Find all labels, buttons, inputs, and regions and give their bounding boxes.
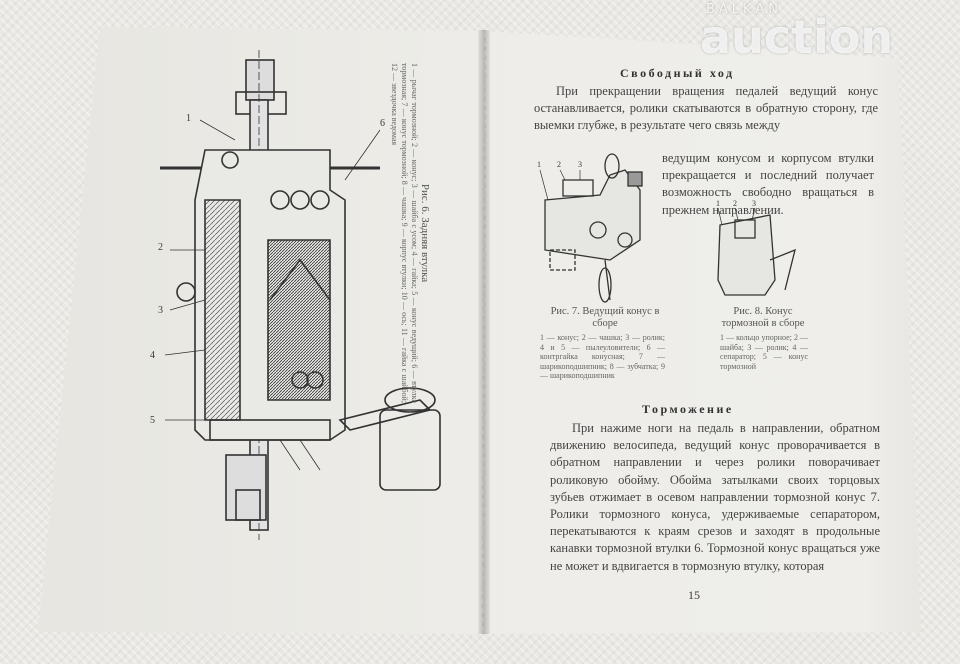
fig8-legend: 1 — кольцо упорное; 2 — шайба; 3 — ролик… — [720, 333, 808, 371]
watermark-logo: BALKAN auction — [700, 2, 894, 64]
watermark-main: auction — [700, 10, 894, 64]
section-title-free-wheel: Свободный ход — [620, 66, 735, 80]
fig6-label: 4 — [150, 350, 155, 361]
fig8-label: 2 — [733, 199, 737, 208]
fig8-label: 3 — [752, 199, 756, 208]
watermark-top: BALKAN — [706, 2, 782, 17]
page-number: 15 — [688, 588, 700, 602]
paragraph: При прекращении вращения педалей ведущий… — [534, 84, 878, 133]
fig8-label: 1 — [716, 199, 720, 208]
fig7-label: 1 — [537, 160, 541, 169]
fig6-label: 3 — [158, 305, 163, 316]
fig7-legend: 1 — конус; 2 — чашка; 3 — ролик; 4 и 5 —… — [540, 333, 665, 380]
fig7-caption: Рис. 7. Ведущий конус в сборе — [550, 306, 660, 329]
paragraph: ведущим конусом и корпусом втулки прекра… — [662, 151, 874, 217]
fig6-label: 1 — [186, 113, 191, 124]
fig6-label: 6 — [380, 118, 385, 129]
fig6-label: 2 — [158, 242, 163, 253]
book-gutter — [478, 30, 490, 634]
fig7-label: 3 — [578, 160, 582, 169]
section-title-braking: Торможение — [642, 402, 734, 416]
fig8-caption: Рис. 8. Конус тормозной в сборе — [721, 306, 805, 329]
fig6-caption: Рис. 6. Задняя втулка — [419, 183, 431, 283]
fig6-caption-block: Рис. 6. Задняя втулка 1 — рычаг тормозно… — [389, 63, 431, 403]
fig6-label: 5 — [150, 415, 155, 426]
paragraph: При нажиме ноги на педаль в направлении,… — [550, 421, 880, 573]
fig6-legend: 1 — рычаг тормозной; 2 — конус; 3 — шайб… — [390, 63, 419, 403]
fig7-label: 2 — [557, 160, 561, 169]
